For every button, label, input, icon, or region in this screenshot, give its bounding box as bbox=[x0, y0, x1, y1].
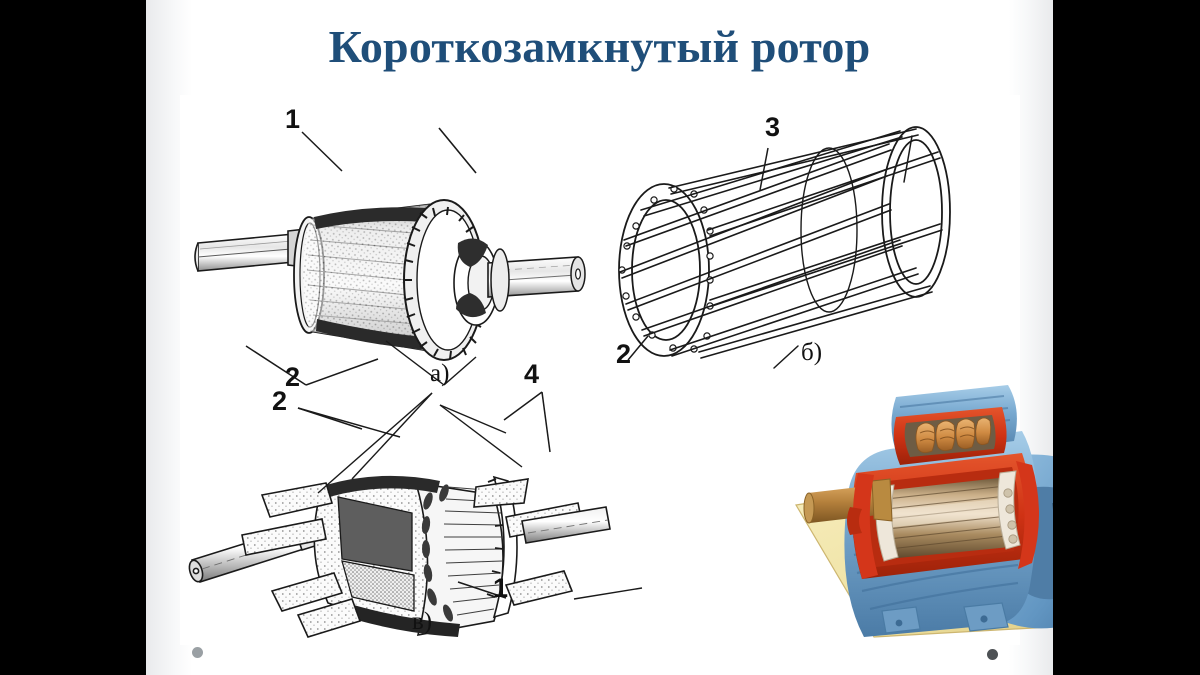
caption-v: в) bbox=[412, 608, 433, 635]
decorative-dot-left bbox=[192, 647, 203, 658]
callout-v-2: 2 bbox=[272, 386, 288, 416]
figure-v-rotor-cutaway bbox=[176, 375, 643, 640]
callout-a-2: 2 bbox=[285, 362, 301, 392]
decorative-dot-right bbox=[987, 649, 998, 660]
motor-cutaway-photo bbox=[786, 375, 1053, 640]
callout-v-4: 4 bbox=[524, 359, 540, 389]
figure-b-squirrel-cage bbox=[586, 100, 1006, 370]
callout-b-3: 3 bbox=[765, 112, 781, 142]
page-title: Короткозамкнутый ротор bbox=[328, 21, 871, 72]
callout-b-2: 2 bbox=[616, 339, 632, 369]
caption-b: б) bbox=[801, 339, 823, 366]
figure-a-rotor-assembly bbox=[176, 95, 606, 386]
caption-a: а) bbox=[430, 360, 450, 387]
callout-a-1: 1 bbox=[285, 104, 301, 134]
slide-canvas: Короткозамкнутый ротор bbox=[146, 0, 1053, 675]
letterbox-right bbox=[1053, 0, 1200, 675]
callout-v-1: 1 bbox=[493, 573, 509, 603]
letterbox-left bbox=[0, 0, 146, 675]
